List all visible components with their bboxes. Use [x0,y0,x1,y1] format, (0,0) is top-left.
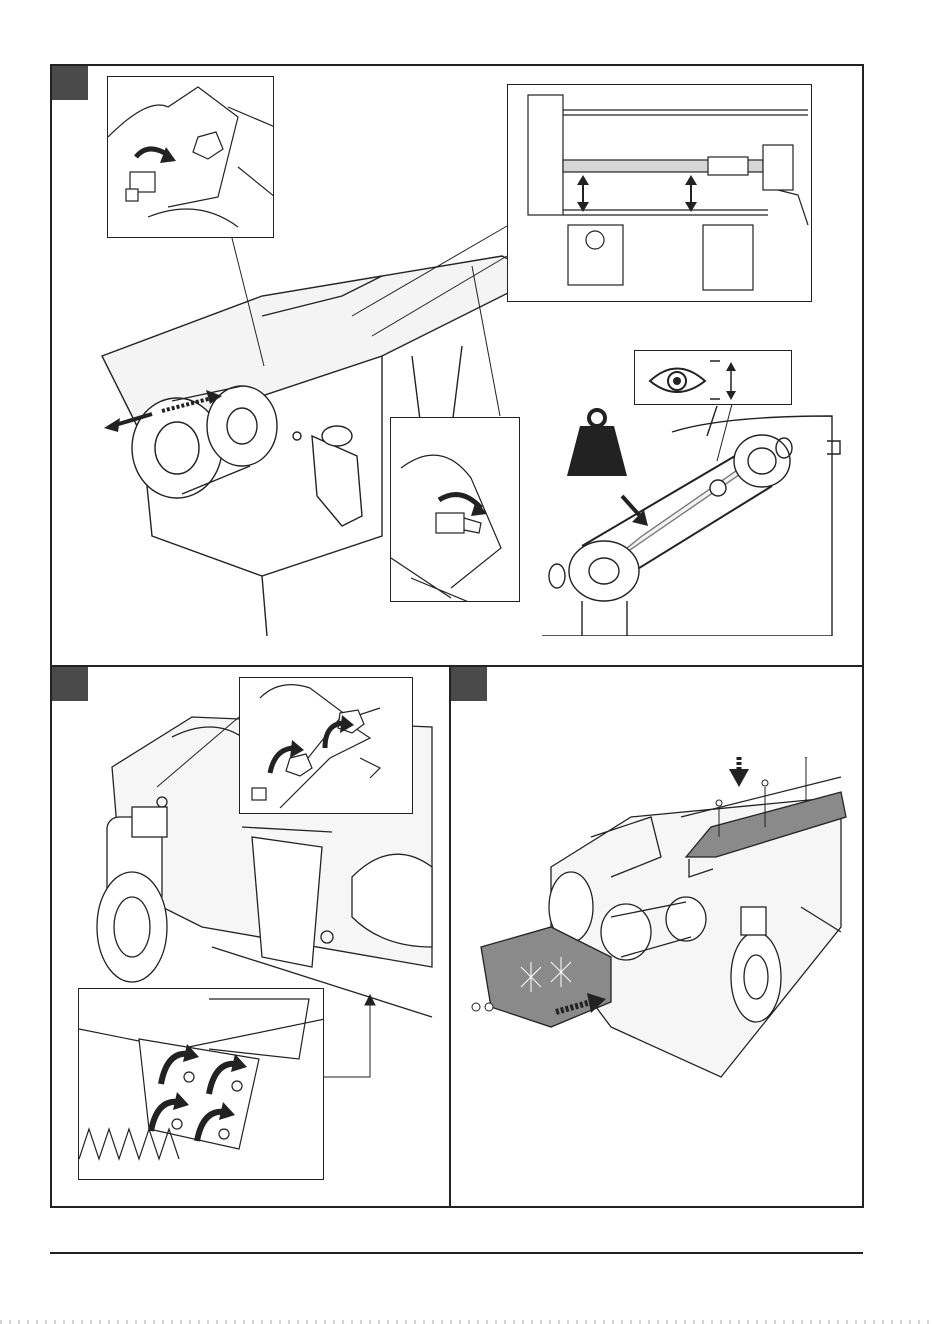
tension-bolt-inset [390,417,520,602]
page-edge [0,1320,933,1324]
rotate-clockwise-icon [136,147,176,163]
rotate-counterclockwise-icon [270,715,354,773]
step-1-panel [52,66,862,665]
belt-tension-diagram [522,346,842,636]
footer-rule [50,1252,863,1254]
step-2-panel [52,667,449,1206]
bolt-adjust-inset [107,76,274,238]
step-3-marker [451,667,487,701]
double-arrow-vertical-icon [577,175,697,212]
step-3-panel [451,667,862,1206]
cover-install-illustration [451,757,862,1177]
weight-icon [567,410,627,476]
nut-tighten-inset [239,677,413,814]
belt-height-inset [507,84,812,302]
bolt-plate-inset [78,988,324,1180]
press-arrow-icon [622,496,648,526]
step-1-marker [52,66,88,100]
